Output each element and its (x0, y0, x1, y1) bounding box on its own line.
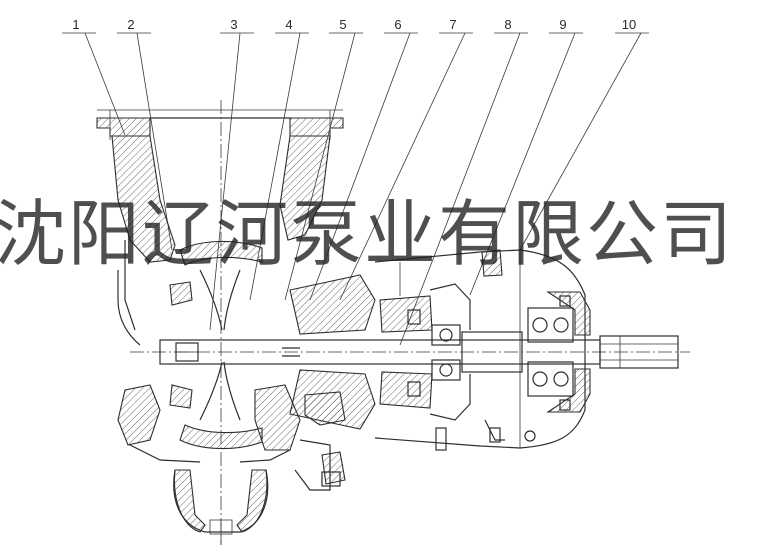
pump-shaft (130, 100, 690, 545)
callout-number-1: 1 (72, 17, 79, 32)
callout-number-6: 6 (394, 17, 401, 32)
callout-leader-10 (519, 32, 642, 251)
callout-number-10: 10 (622, 17, 636, 32)
callout-leader-3 (209, 32, 241, 331)
callout-leader-2 (136, 32, 173, 251)
callout-number-7: 7 (449, 17, 456, 32)
suction-flange (96, 109, 344, 140)
pump-casing (111, 135, 331, 463)
callout-leader-6 (309, 32, 411, 301)
callout-number-8: 8 (504, 17, 511, 32)
callout-number-2: 2 (127, 17, 134, 32)
callout-number-9: 9 (559, 17, 566, 32)
seal-chamber (289, 274, 376, 491)
callout-number-4: 4 (285, 17, 292, 32)
callout-leaders: 1 2 3 4 5 6 7 8 9 10 (62, 17, 649, 346)
callout-number-3: 3 (230, 17, 237, 32)
callout-leader-7 (339, 32, 466, 301)
bearings (431, 291, 591, 413)
callout-number-5: 5 (339, 17, 346, 32)
discharge-nozzle (173, 469, 269, 545)
bearing-housing (374, 249, 586, 451)
company-watermark: 沈阳辽河泵业有限公司 (0, 192, 735, 276)
bolts (407, 295, 571, 411)
callout-leader-8 (399, 32, 521, 346)
